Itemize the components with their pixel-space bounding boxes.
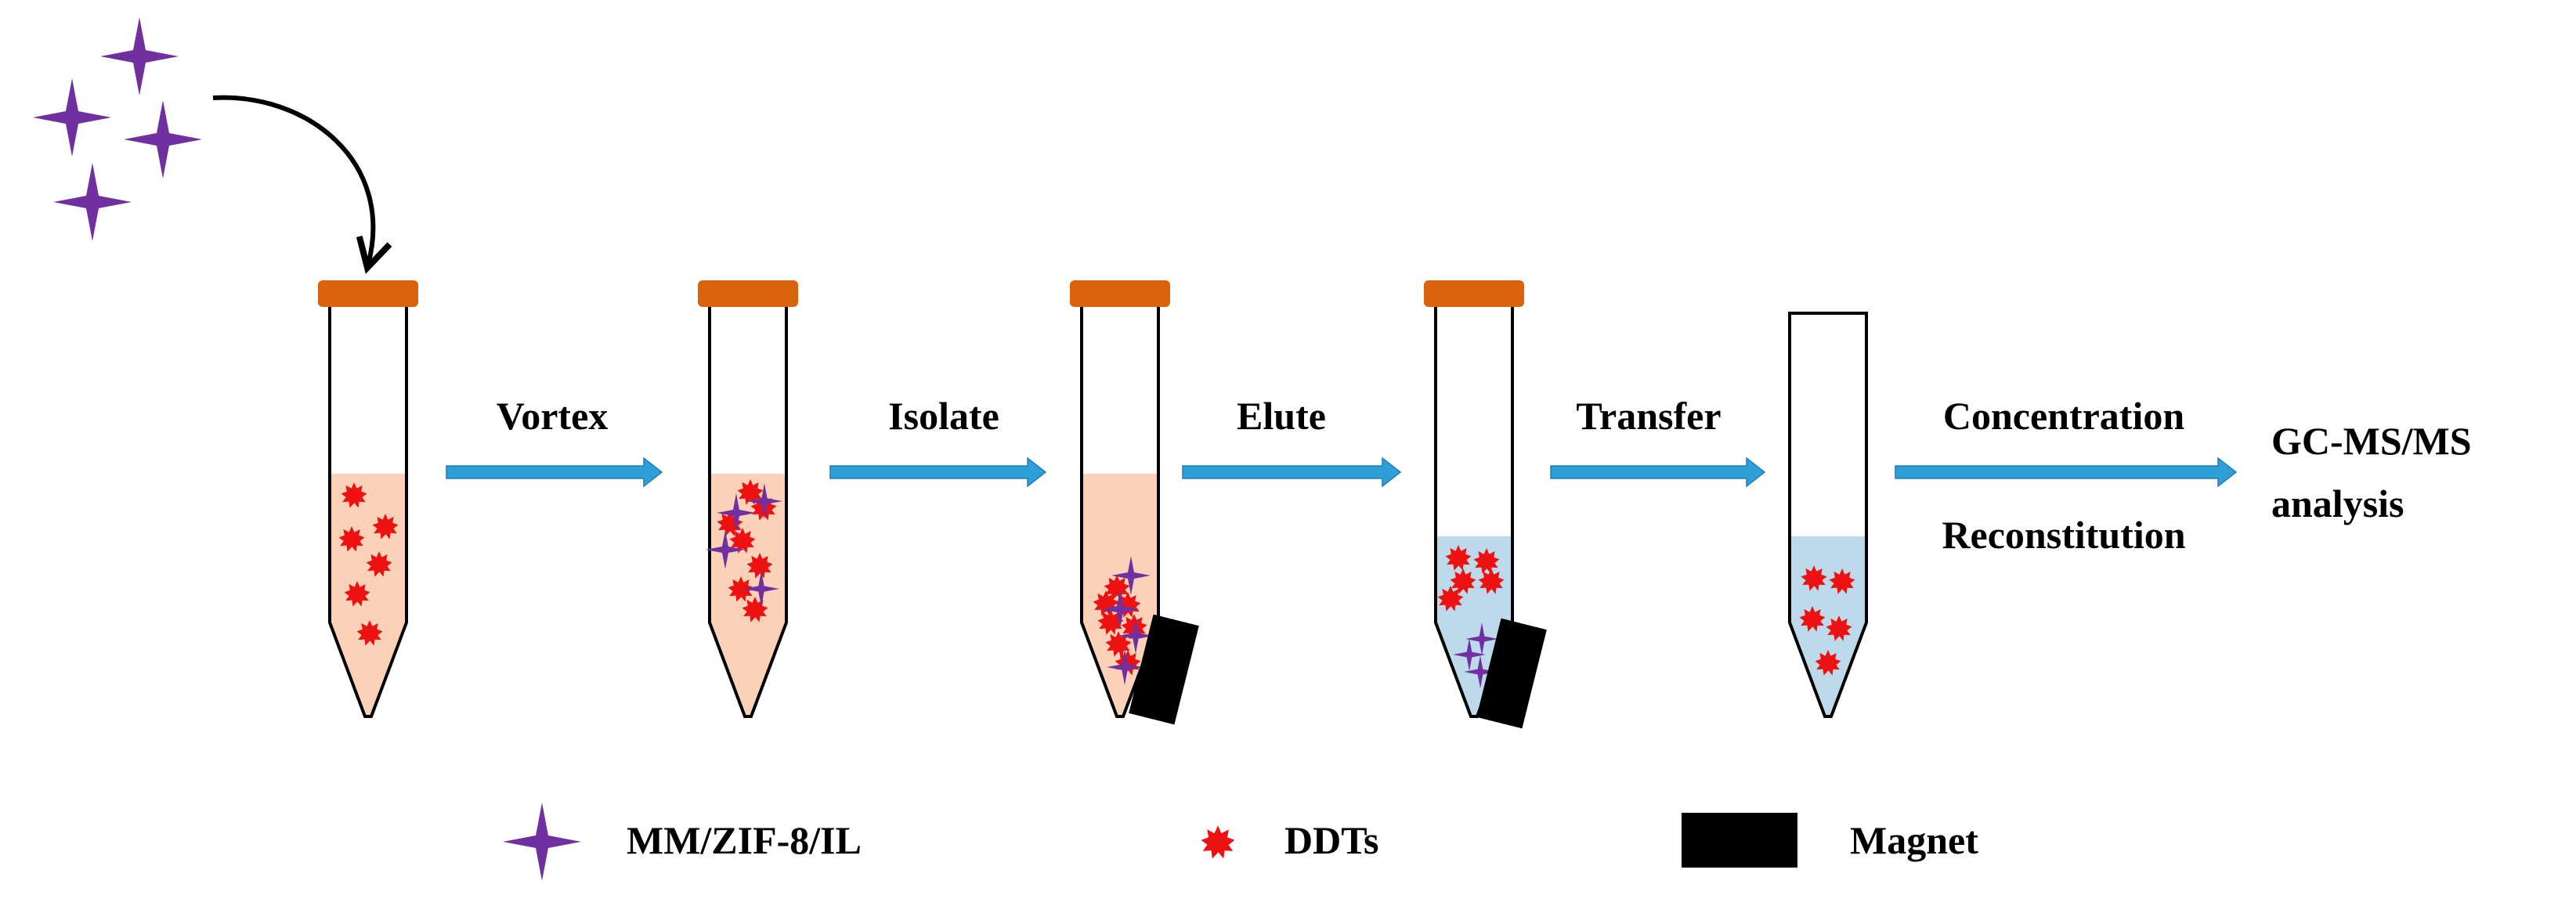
step-arrow-concentration	[1895, 456, 2238, 488]
tube-5	[1788, 312, 1868, 718]
tube-cap-icon	[698, 280, 798, 307]
step-label-isolate: Isolate	[888, 394, 999, 438]
legend-label-magnet: Magnet	[1850, 818, 1978, 862]
tube-2	[698, 280, 798, 718]
legend: MM/ZIF-8/IL DDTs Magnet	[503, 803, 1978, 881]
step-arrow-isolate	[829, 456, 1047, 488]
tube-outline	[1788, 312, 1868, 718]
step-label-concentration: Concentration	[1943, 394, 2184, 438]
legend-label-analyte: DDTs	[1284, 818, 1378, 862]
step-label-elute: Elute	[1237, 394, 1326, 438]
step-arrows	[446, 456, 2238, 488]
curved-addition-arrow	[212, 95, 373, 265]
adsorbent-star-icon	[124, 100, 202, 179]
tube-1	[318, 280, 418, 718]
step-label-reconstitution: Reconstitution	[1942, 513, 2185, 557]
tube-cap-icon	[1424, 280, 1524, 307]
step-arrow-vortex	[446, 456, 663, 488]
step-arrow-elute	[1182, 456, 1402, 488]
legend-adsorbent-star-icon	[503, 803, 581, 881]
tube-cap-icon	[318, 280, 418, 307]
tube-3	[1070, 280, 1199, 725]
eluent-solution	[1790, 536, 1866, 716]
magnet-icon	[1129, 614, 1199, 725]
adsorbent-addition	[33, 17, 373, 265]
adsorbent-star-icon	[33, 78, 111, 157]
tube-4	[1424, 280, 1547, 729]
legend-label-adsorbent: MM/ZIF-8/IL	[627, 818, 862, 862]
step-labels: Vortex Isolate Elute Transfer Concentrat…	[497, 394, 2472, 557]
tube-cap-icon	[1070, 280, 1170, 307]
step-label-transfer: Transfer	[1576, 394, 1721, 438]
magnet-icon	[1476, 618, 1547, 729]
legend-ddt-starburst-icon	[1201, 825, 1235, 859]
legend-magnet-icon	[1682, 813, 1797, 868]
adsorbent-star-icon	[53, 163, 132, 241]
sample-solution	[710, 474, 786, 716]
sample-solution	[330, 474, 406, 716]
adsorbent-star-icon	[100, 17, 179, 96]
final-label-line1: GC-MS/MS	[2271, 419, 2472, 463]
step-arrow-transfer	[1550, 456, 1766, 488]
step-label-vortex: Vortex	[497, 394, 609, 438]
final-label-line2: analysis	[2271, 482, 2404, 525]
